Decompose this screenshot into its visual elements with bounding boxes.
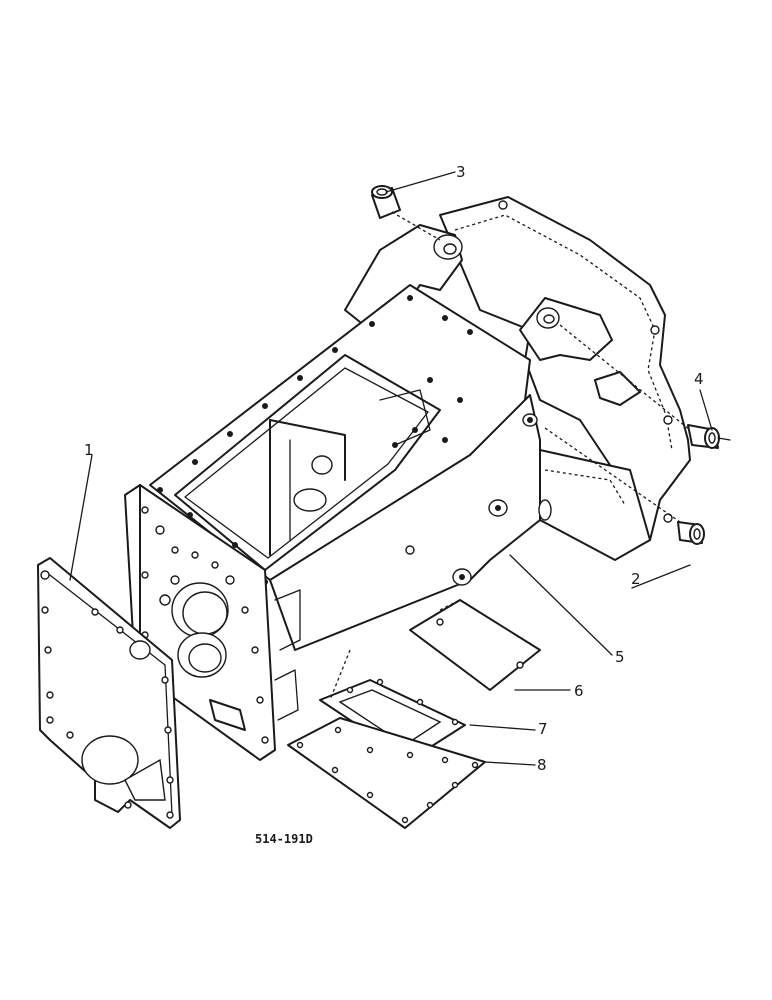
callout-5: 5 bbox=[615, 648, 625, 666]
drawing-code: 514-191D bbox=[255, 832, 313, 846]
front-gasket bbox=[37, 557, 181, 829]
plate-8 bbox=[287, 717, 486, 829]
front-flange-bolt-holes bbox=[141, 506, 269, 744]
callout-4: 4 bbox=[694, 370, 704, 388]
pin-2 bbox=[544, 427, 705, 545]
leader-lines bbox=[69, 171, 713, 766]
rear-housing bbox=[124, 196, 691, 761]
callout-3: 3 bbox=[456, 163, 466, 181]
pin-3 bbox=[371, 185, 441, 241]
cover-6 bbox=[409, 599, 541, 691]
pin-4 bbox=[559, 324, 731, 449]
callout-7: 7 bbox=[538, 720, 548, 738]
callout-6: 6 bbox=[574, 682, 584, 700]
callout-1: 1 bbox=[84, 441, 94, 459]
top-rim-bolt-holes bbox=[157, 295, 473, 585]
callout-8: 8 bbox=[537, 756, 547, 774]
callout-2: 2 bbox=[631, 570, 641, 588]
